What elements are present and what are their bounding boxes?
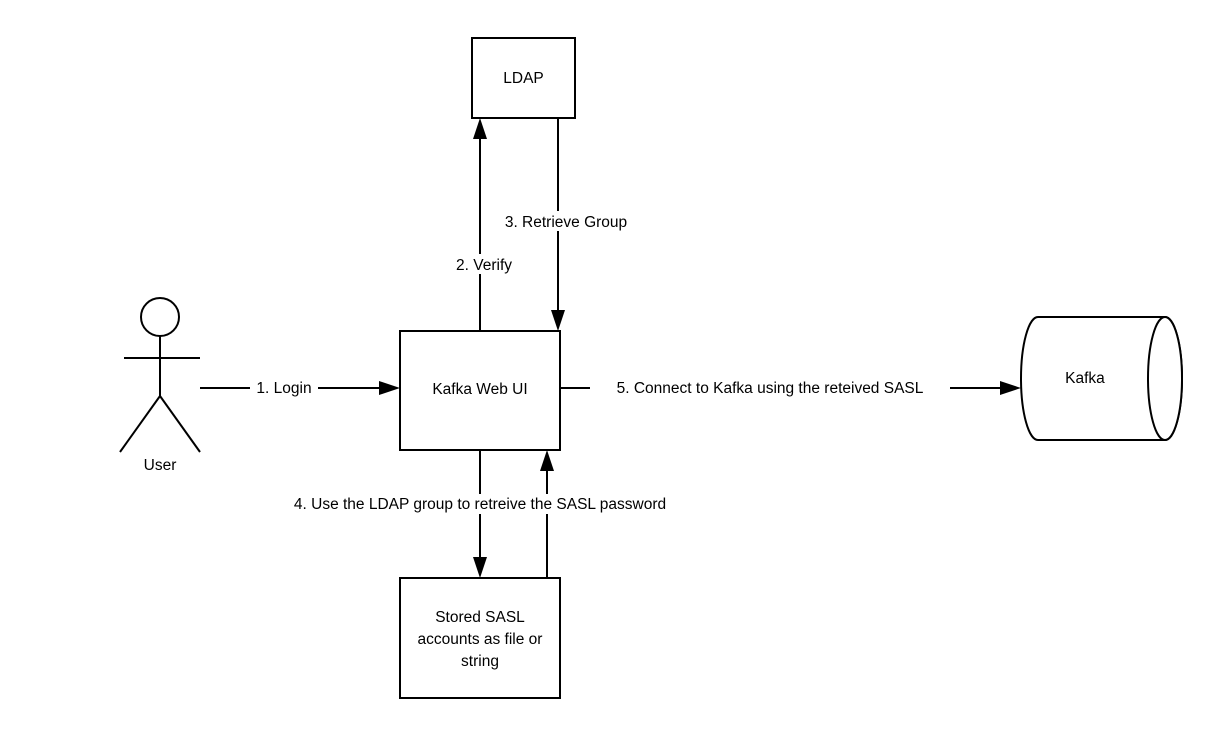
edge-retrieve-password-down-arrowhead-icon: [473, 557, 487, 578]
node-kafka-cylinder-cap: [1147, 316, 1183, 441]
edge-connect-kafka-arrowhead-icon: [1000, 381, 1021, 395]
edge-verify: [473, 118, 487, 331]
node-kafka-web-ui-box: [399, 330, 561, 451]
edge-retrieve-group-label-group: 3. Retrieve Group: [492, 211, 640, 231]
edge-retrieve-group-label: 3. Retrieve Group: [505, 214, 627, 231]
user-head-icon: [140, 297, 180, 337]
edge-retrieve-password-label: 4. Use the LDAP group to retreive the SA…: [294, 496, 666, 513]
edge-login-label: 1. Login: [256, 380, 311, 397]
node-ldap-box: [471, 37, 576, 119]
edge-verify-arrowhead-icon: [473, 118, 487, 139]
user-right-leg-icon: [159, 395, 201, 453]
edge-connect-kafka-label: 5. Connect to Kafka using the reteived S…: [617, 380, 924, 397]
edge-login-arrowhead-icon: [379, 381, 400, 395]
node-stored-sasl[interactable]: Stored SASL accounts as file or string: [399, 577, 561, 699]
node-stored-sasl-label-line2: accounts as file or: [418, 631, 543, 648]
node-kafka-web-ui[interactable]: Kafka Web UI: [399, 330, 561, 451]
edge-retrieve-password-up: [540, 450, 554, 578]
node-kafka[interactable]: Kafka: [1020, 316, 1183, 441]
edge-verify-label: 2. Verify: [456, 257, 512, 274]
node-ldap-label: LDAP: [503, 70, 544, 87]
node-kafka-label: Kafka: [1065, 370, 1105, 387]
node-user[interactable]: User: [119, 297, 201, 474]
edge-retrieve-group-arrowhead-icon: [551, 310, 565, 331]
node-ldap[interactable]: LDAP: [471, 37, 576, 119]
node-kafka-web-ui-label: Kafka Web UI: [432, 381, 527, 398]
edge-retrieve-password-up-arrowhead-icon: [540, 450, 554, 471]
node-stored-sasl-box: [399, 577, 561, 699]
edge-login: 1. Login: [200, 378, 400, 398]
edge-connect-kafka: 5. Connect to Kafka using the reteived S…: [560, 378, 1021, 398]
node-stored-sasl-label-line1: Stored SASL: [435, 609, 525, 626]
edge-retrieve-password-label-group: 4. Use the LDAP group to retreive the SA…: [258, 494, 702, 514]
node-stored-sasl-label-line3: string: [461, 653, 499, 670]
edge-verify-label-group: 2. Verify: [444, 254, 524, 274]
node-user-label: User: [144, 457, 177, 474]
user-left-leg-icon: [119, 395, 161, 453]
